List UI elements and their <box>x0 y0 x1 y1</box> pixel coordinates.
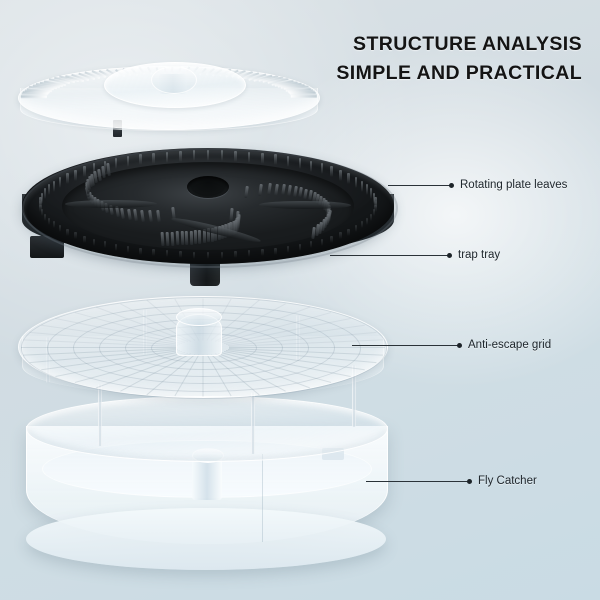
page-title: STRUCTURE ANALYSIS SIMPLE AND PRACTICAL <box>336 30 582 88</box>
leader-line <box>388 184 450 186</box>
grid-radial-bar <box>229 347 385 348</box>
callout-rotating-plate-leaves: Rotating plate leaves <box>388 178 567 192</box>
grid-center-hub-top <box>176 308 222 326</box>
callout-label: trap tray <box>458 249 501 261</box>
callout-label: Rotating plate leaves <box>460 179 568 191</box>
callout-fly-catcher: Fly Catcher <box>366 474 537 488</box>
grid-ring <box>21 297 387 399</box>
bowl-rim <box>26 396 388 462</box>
callout-label: Fly Catcher <box>478 475 537 487</box>
leader-dot-icon <box>457 342 462 348</box>
lid-fin <box>21 94 47 97</box>
leader-line <box>352 344 458 346</box>
bowl-seam-line <box>262 454 263 542</box>
leader-dot-icon <box>447 252 452 258</box>
leader-line <box>330 254 448 256</box>
bowl-base <box>26 508 386 570</box>
lid-center-hub <box>151 66 197 94</box>
part-clear-lid <box>18 58 320 138</box>
grid-radial-bar <box>21 347 177 348</box>
leader-dot-icon <box>467 478 472 484</box>
title-line-2: SIMPLE AND PRACTICAL <box>336 62 582 84</box>
part-anti-escape-grid <box>18 296 388 454</box>
leader-line <box>366 480 468 482</box>
grid-support-leg <box>352 365 357 428</box>
part-trap-tray <box>22 148 398 288</box>
lid-fin <box>290 96 317 98</box>
callout-anti-escape-grid: Anti-escape grid <box>352 338 551 352</box>
leader-dot-icon <box>449 182 454 188</box>
grid-support-leg <box>98 384 103 447</box>
callout-trap-tray: trap tray <box>330 248 500 262</box>
grid-support-leg <box>251 391 256 454</box>
tray-outer-lip <box>22 148 398 268</box>
callout-label: Anti-escape grid <box>468 339 552 351</box>
part-fly-catcher-bowl <box>26 396 388 576</box>
title-line-1: STRUCTURE ANALYSIS <box>353 33 582 55</box>
grid-radial-bar <box>202 354 204 397</box>
